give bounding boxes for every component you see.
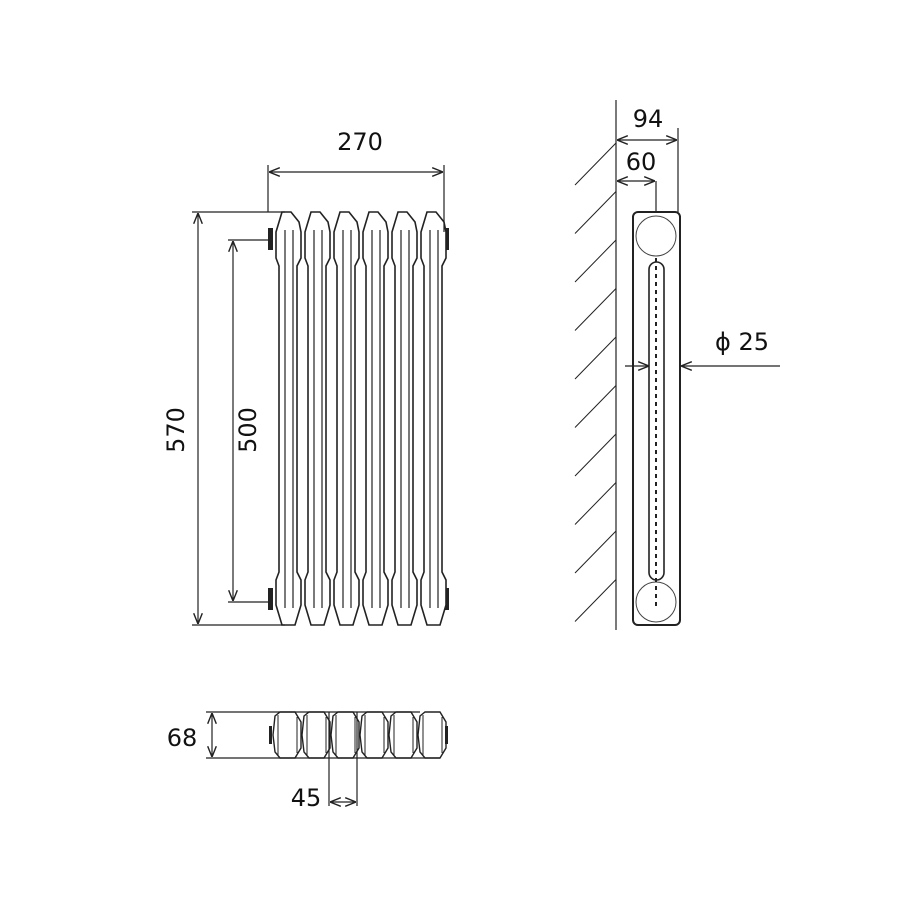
hatch-line <box>574 336 617 380</box>
left-bottom-connector <box>268 588 273 610</box>
top-view <box>269 711 448 759</box>
dimension-top-depth: 68 <box>167 711 440 759</box>
column-outline <box>333 211 360 626</box>
dimension-height: 570 <box>162 211 285 626</box>
top-section <box>417 711 447 759</box>
column-outline <box>275 211 302 626</box>
radiator-column <box>362 211 389 626</box>
column-outline <box>420 211 447 626</box>
left-top-connector <box>268 228 273 250</box>
radiator-column <box>304 211 331 626</box>
pipe-offset-label: 60 <box>626 148 657 176</box>
top-port-circle <box>635 215 677 257</box>
top-left-connector <box>269 726 272 744</box>
column-outline <box>304 211 331 626</box>
pitch-label: 45 <box>291 784 322 812</box>
front-view <box>268 211 449 626</box>
dimension-centers: 500 <box>228 239 272 603</box>
top-depth-label: 68 <box>167 724 198 752</box>
hatch-line <box>574 239 617 283</box>
radiator-column <box>333 211 360 626</box>
hatch-line <box>574 191 617 234</box>
depth-label: 94 <box>633 105 664 133</box>
column-outline <box>391 211 418 626</box>
hatch-line <box>574 530 617 574</box>
radiator-column <box>275 211 302 626</box>
hatch-line <box>574 579 617 622</box>
wall-hatching <box>574 142 617 622</box>
top-right-connector <box>445 726 448 744</box>
side-view: 94 60 ϕ 25 <box>574 100 780 630</box>
hatch-line <box>574 142 617 186</box>
centers-label: 500 <box>234 407 262 453</box>
hatch-line <box>574 433 617 477</box>
height-label: 570 <box>162 407 190 453</box>
dimension-pitch: 45 <box>291 712 358 812</box>
hatch-line <box>574 288 617 331</box>
radiator-column <box>420 211 447 626</box>
radiator-column <box>391 211 418 626</box>
column-outline <box>362 211 389 626</box>
dimension-width: 270 <box>267 128 445 232</box>
hatch-line <box>574 482 617 525</box>
hatch-line <box>574 385 617 428</box>
width-label: 270 <box>337 128 383 156</box>
pipe-diameter-label: ϕ 25 <box>715 328 769 356</box>
